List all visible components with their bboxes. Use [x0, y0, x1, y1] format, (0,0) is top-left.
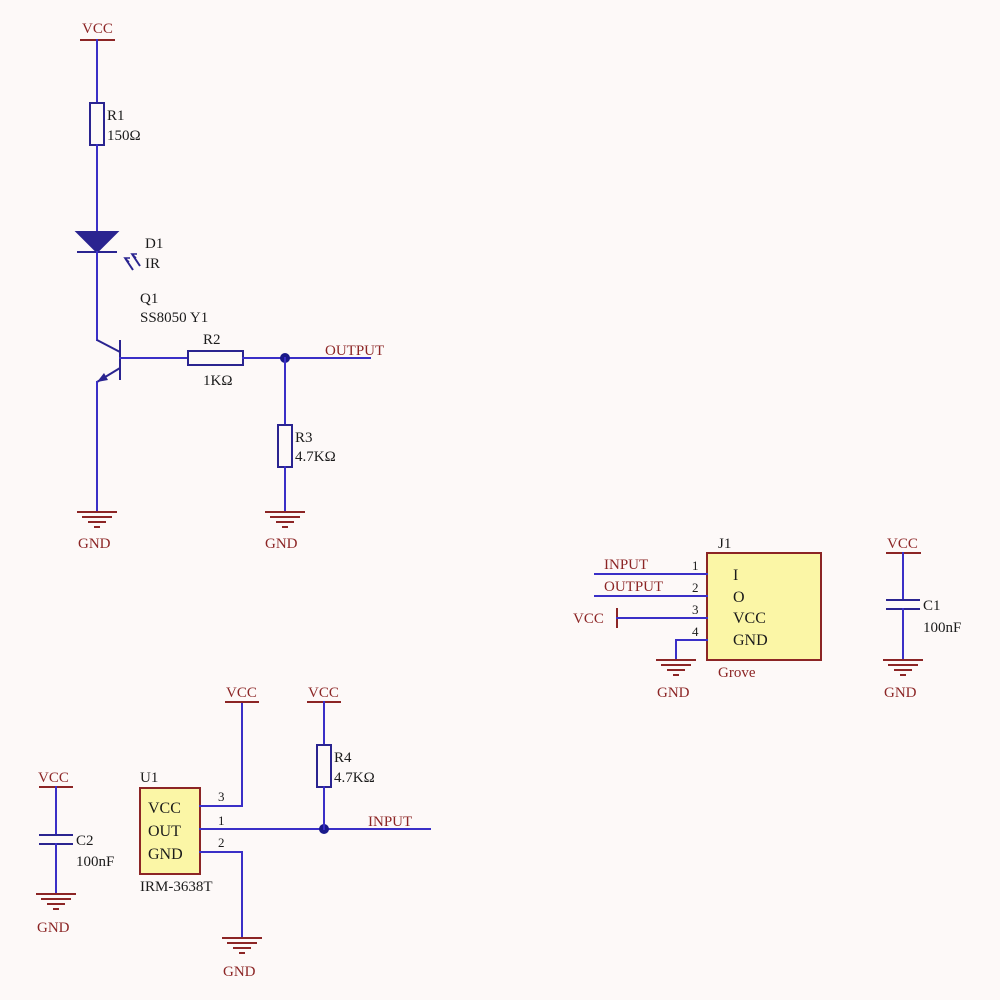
- gnd-symbol-r3: [265, 511, 305, 528]
- c1-value: 100nF: [923, 620, 961, 636]
- j1-pin2-num: 2: [692, 580, 699, 595]
- vcc-label-transmitter: VCC: [82, 21, 113, 37]
- gnd-label-c1: GND: [884, 685, 917, 701]
- ir-led-d1: [74, 231, 141, 271]
- gnd-label-u1: GND: [223, 964, 256, 980]
- transistor-q1: [96, 339, 121, 383]
- gnd-symbol-j1: [656, 659, 696, 676]
- u1-pin-gnd-label: GND: [148, 846, 183, 863]
- j1-pin1-num: 1: [692, 558, 699, 573]
- u1-pin-vcc-label: VCC: [148, 800, 181, 817]
- vcc-label-c1: VCC: [887, 536, 918, 552]
- r2-value: 1KΩ: [203, 373, 232, 389]
- vcc-label-u1: VCC: [226, 685, 257, 701]
- c2-ref: C2: [76, 833, 94, 849]
- u1-pin2-num: 2: [218, 835, 225, 850]
- q1-value: SS8050 Y1: [140, 310, 208, 326]
- r3-value: 4.7KΩ: [295, 449, 336, 465]
- j1-pin3-label: VCC: [733, 610, 766, 627]
- j1-pin2-net: OUTPUT: [604, 579, 663, 595]
- gnd-label-r3: GND: [265, 536, 298, 552]
- j1-pin3-net: VCC: [573, 611, 604, 627]
- vcc-label-c2: VCC: [38, 770, 69, 786]
- j1-body: [706, 552, 822, 661]
- u1-pin1-num: 1: [218, 813, 225, 828]
- d1-ref: D1: [145, 236, 163, 252]
- gnd-label-q1: GND: [78, 536, 111, 552]
- gnd-symbol-c2: [36, 893, 76, 910]
- vcc-label-r4: VCC: [308, 685, 339, 701]
- r4-value: 4.7KΩ: [334, 770, 375, 786]
- resistor-r4: [316, 744, 332, 788]
- j1-pin1-label: I: [733, 567, 738, 584]
- input-net-label: INPUT: [368, 814, 412, 830]
- u1-body: [139, 787, 201, 875]
- c1-ref: C1: [923, 598, 941, 614]
- receiver-circuit: U1 VCC OUT GND IRM-3638T 3 VCC 1 INPUT 2…: [139, 685, 431, 980]
- j1-pin4-num: 4: [692, 624, 699, 639]
- u1-ref: U1: [140, 770, 158, 786]
- r1-value: 150Ω: [107, 128, 141, 144]
- u1-pin-out-label: OUT: [148, 823, 181, 840]
- resistor-r3: [277, 424, 293, 468]
- j1-pin1-net: INPUT: [604, 557, 648, 573]
- j1-pin2-label: O: [733, 589, 745, 606]
- j1-pin4-label: GND: [733, 632, 768, 649]
- r1-ref: R1: [107, 108, 125, 124]
- q1-ref: Q1: [140, 291, 158, 307]
- gnd-symbol-c1: [883, 659, 923, 676]
- output-net-label: OUTPUT: [325, 343, 384, 359]
- capacitor-c2-circuit: VCC C2 100nF GND: [36, 770, 114, 936]
- j1-pin3-num: 3: [692, 602, 699, 617]
- j1-ref: J1: [718, 536, 731, 552]
- resistor-r1: [89, 102, 105, 146]
- gnd-label-c2: GND: [37, 920, 70, 936]
- c2-value: 100nF: [76, 854, 114, 870]
- gnd-symbol-q1: [77, 511, 117, 528]
- gnd-label-j1: GND: [657, 685, 690, 701]
- j1-name: Grove: [718, 665, 756, 681]
- grove-connector-j1: J1 INPUT 1 I OUTPUT 2 O VCC 3 VCC 4 GND …: [573, 536, 822, 701]
- u1-part: IRM-3638T: [140, 879, 213, 895]
- resistor-r2: [187, 350, 244, 366]
- u1-pin3-num: 3: [218, 789, 225, 804]
- gnd-symbol-u1: [222, 937, 262, 954]
- r2-ref: R2: [203, 332, 221, 348]
- r4-ref: R4: [334, 750, 352, 766]
- r3-ref: R3: [295, 430, 313, 446]
- d1-value: IR: [145, 256, 160, 272]
- capacitor-c1-circuit: VCC C1 100nF GND: [883, 536, 961, 701]
- transmitter-circuit: VCC R1 150Ω D1 IR Q1 SS8050 Y1: [74, 21, 384, 552]
